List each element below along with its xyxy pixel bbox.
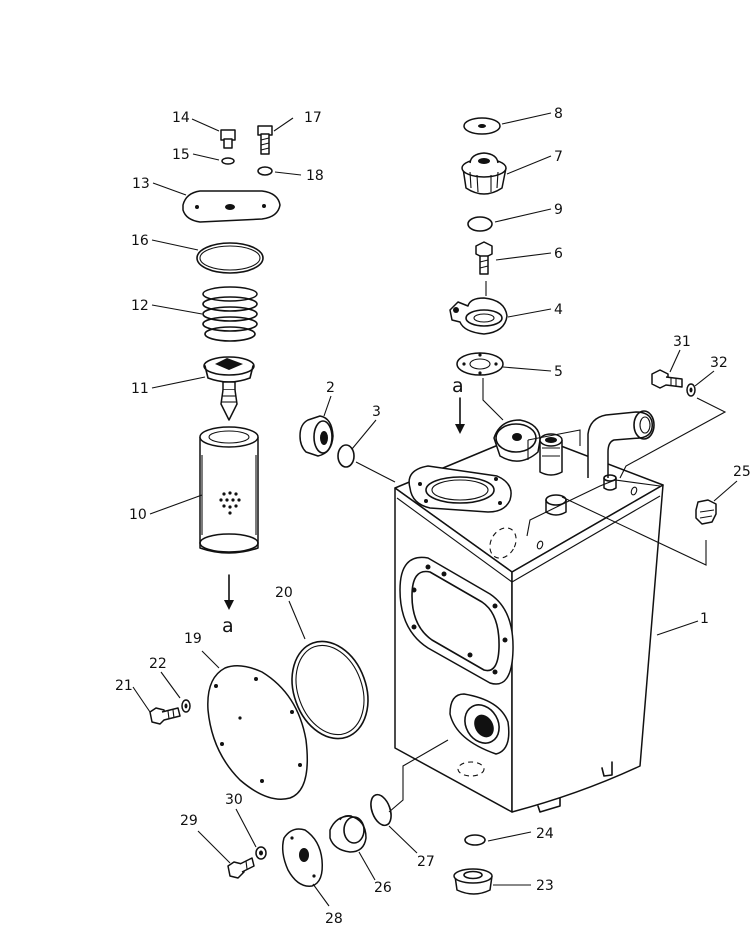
adapter-part-4 — [449, 297, 508, 335]
connector-25-tank — [561, 496, 707, 566]
label-part-22: 22 — [149, 656, 167, 672]
label-part-10: 10 — [129, 507, 147, 523]
washer-part-18 — [257, 166, 273, 176]
label-part-5: 5 — [554, 364, 563, 380]
label-part-13: 13 — [132, 176, 150, 192]
label-part-6: 6 — [554, 246, 563, 262]
o-ring-part-27 — [370, 793, 392, 827]
label-part-7: 7 — [554, 149, 563, 165]
washer-part-30 — [255, 846, 267, 860]
view-label-a-top: a — [452, 375, 464, 397]
label-part-21: 21 — [115, 678, 133, 694]
filter-element-part-10 — [199, 426, 259, 554]
plug-part-26 — [329, 814, 367, 853]
label-part-23: 23 — [536, 878, 554, 894]
breather-cap-part-7 — [461, 152, 507, 195]
bolt-part-21 — [149, 707, 181, 725]
o-ring-part-9 — [467, 216, 493, 232]
label-part-4: 4 — [554, 302, 563, 318]
bolt-part-6 — [475, 241, 493, 275]
label-part-3: 3 — [372, 404, 381, 420]
label-part-11: 11 — [131, 381, 149, 397]
label-part-27: 27 — [417, 854, 435, 870]
plug-part-23 — [453, 868, 493, 895]
label-part-9: 9 — [554, 202, 563, 218]
part-labels: 14 17 15 18 13 16 12 11 10 8 7 9 6 4 5 2… — [115, 106, 751, 926]
label-part-1: 1 — [700, 611, 709, 627]
bolt-part-14 — [220, 129, 236, 149]
view-arrow-a-left — [224, 574, 234, 610]
view-label-a-bottom: a — [222, 615, 234, 637]
label-part-16: 16 — [131, 233, 149, 249]
bolt-part-31 — [651, 369, 683, 389]
label-part-19: 19 — [184, 631, 202, 647]
label-part-18: 18 — [306, 168, 324, 184]
plug-part-2 — [299, 415, 334, 457]
cover-plate-part-13 — [182, 190, 281, 223]
washer-part-22 — [181, 699, 191, 713]
label-part-30: 30 — [225, 792, 243, 808]
label-part-15: 15 — [172, 147, 190, 163]
valve-part-11 — [203, 356, 255, 421]
connector-5-tank — [482, 378, 504, 421]
leader-lines — [132, 112, 738, 907]
hydraulic-tank-part-1 — [394, 410, 664, 813]
o-ring-part-20 — [291, 640, 369, 740]
spring-part-12 — [202, 286, 258, 342]
connector-31-tank — [619, 397, 727, 479]
view-arrow-a-right — [455, 397, 465, 434]
washer-part-15 — [221, 157, 235, 165]
o-ring-part-3 — [337, 444, 355, 468]
gasket-part-5 — [456, 352, 504, 376]
bolt-part-29 — [227, 857, 255, 879]
label-part-32: 32 — [710, 355, 728, 371]
bolt-part-17 — [257, 125, 273, 155]
label-part-28: 28 — [325, 911, 343, 926]
label-part-24: 24 — [536, 826, 554, 842]
label-part-26: 26 — [374, 880, 392, 896]
o-ring-part-16 — [196, 242, 264, 274]
label-part-31: 31 — [673, 334, 691, 350]
label-part-20: 20 — [275, 585, 293, 601]
label-part-12: 12 — [131, 298, 149, 314]
cover-plate-part-28 — [281, 828, 324, 887]
label-part-2: 2 — [326, 380, 335, 396]
plug-part-25 — [695, 499, 717, 525]
washer-part-32 — [686, 383, 696, 397]
o-ring-part-24 — [464, 834, 486, 846]
label-part-17: 17 — [304, 110, 322, 126]
label-part-25: 25 — [733, 464, 751, 480]
label-part-29: 29 — [180, 813, 198, 829]
cover-plate-part-19 — [207, 665, 309, 800]
label-part-8: 8 — [554, 106, 563, 122]
label-part-14: 14 — [172, 110, 190, 126]
